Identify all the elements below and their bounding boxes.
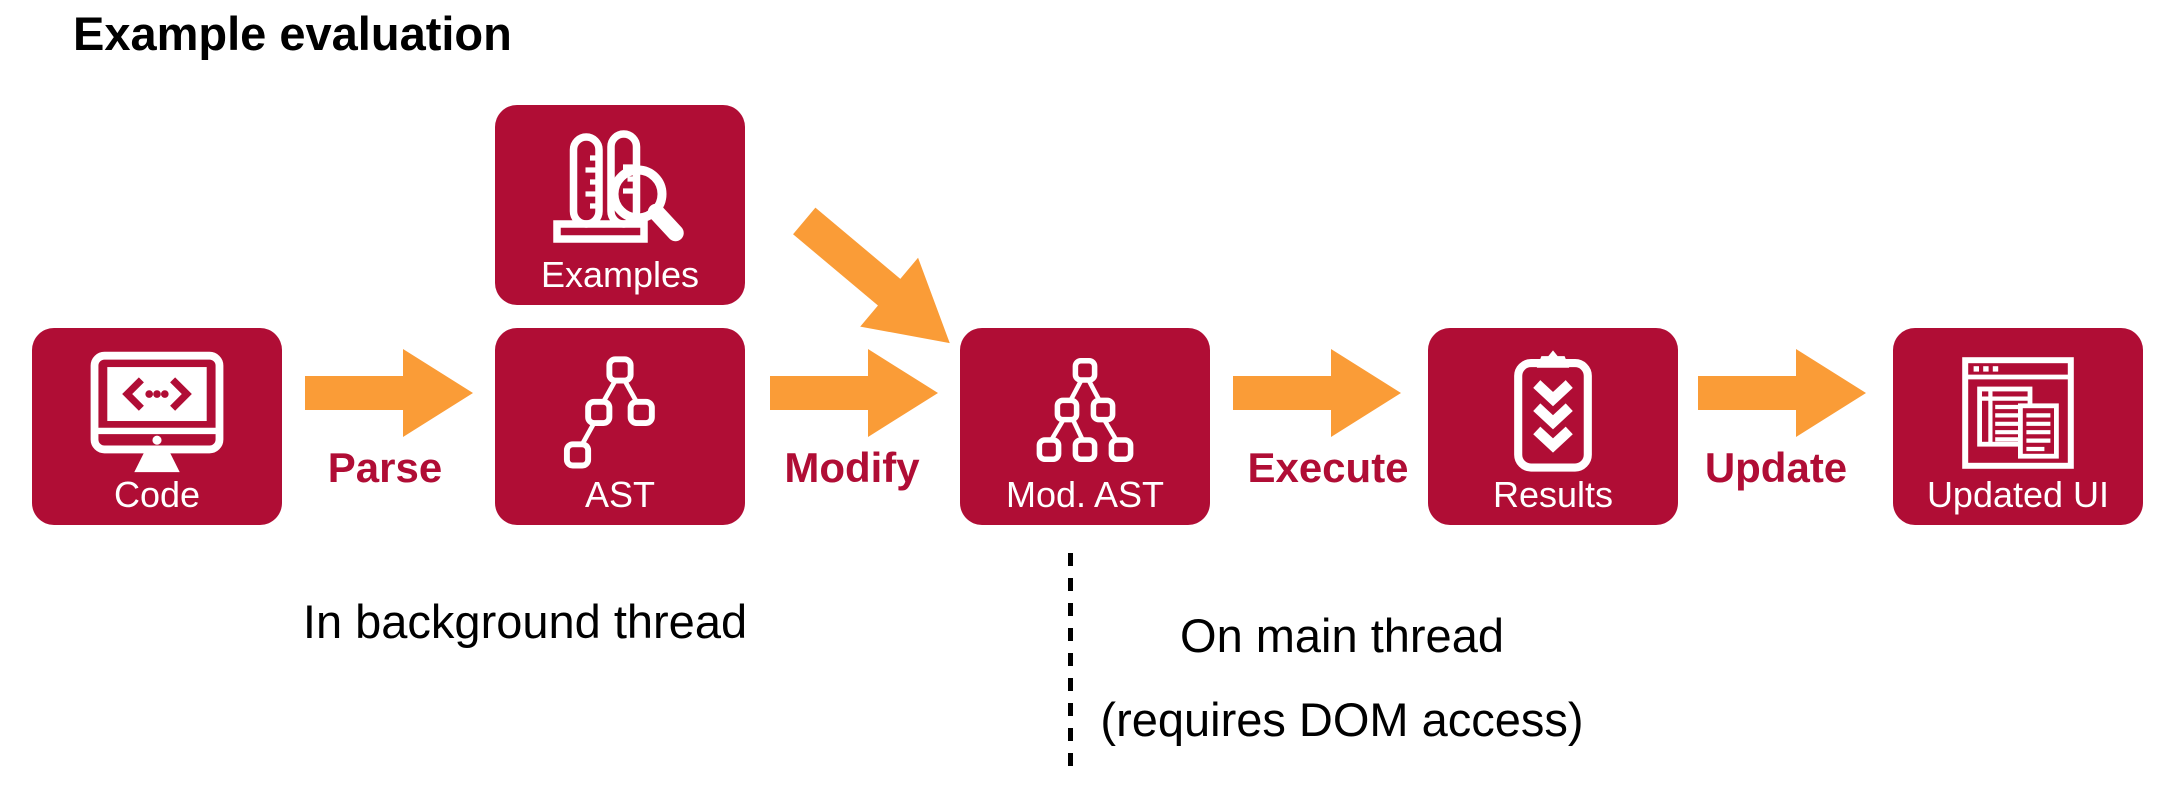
background-thread-caption: In background thread bbox=[302, 595, 748, 648]
examples-feed-arrow-icon bbox=[775, 186, 978, 377]
parse-arrow-icon bbox=[305, 349, 473, 437]
thread-divider-dashed-line bbox=[1068, 553, 1073, 777]
tree-icon bbox=[561, 348, 679, 477]
execute-arrow-icon bbox=[1233, 349, 1401, 437]
node-label: Updated UI bbox=[1926, 474, 2110, 515]
main-thread-line1: On main thread bbox=[1180, 609, 1504, 662]
node-examples: Examples bbox=[495, 105, 745, 305]
node-code: Code bbox=[32, 328, 282, 525]
modify-label: Modify bbox=[784, 444, 920, 491]
browser-window-icon bbox=[1958, 348, 2078, 477]
node-label: Mod. AST bbox=[1005, 474, 1165, 515]
tree-large-icon bbox=[1025, 348, 1145, 477]
diagram-title: Example evaluation bbox=[73, 7, 512, 60]
node-mod-ast: Mod. AST bbox=[960, 328, 1210, 525]
update-label: Update bbox=[1704, 444, 1848, 491]
monitor-code-icon bbox=[86, 348, 228, 477]
node-label: AST bbox=[584, 474, 655, 515]
node-results: Results bbox=[1428, 328, 1678, 525]
node-label: Examples bbox=[540, 254, 700, 295]
update-arrow-icon bbox=[1698, 349, 1866, 437]
modify-arrow-icon bbox=[770, 349, 938, 437]
main-thread-line2: (requires DOM access) bbox=[1100, 692, 1584, 746]
node-label: Results bbox=[1492, 474, 1614, 515]
test-tubes-magnifier-icon bbox=[545, 125, 695, 257]
node-updated-ui: Updated UI bbox=[1893, 328, 2143, 525]
node-label: Code bbox=[113, 474, 201, 515]
execute-label: Execute bbox=[1247, 444, 1409, 491]
node-ast: AST bbox=[495, 328, 745, 525]
clipboard-checks-icon bbox=[1495, 348, 1611, 477]
parse-label: Parse bbox=[327, 444, 443, 491]
main-thread-caption: On main thread (requires DOM access) bbox=[1100, 594, 1583, 761]
